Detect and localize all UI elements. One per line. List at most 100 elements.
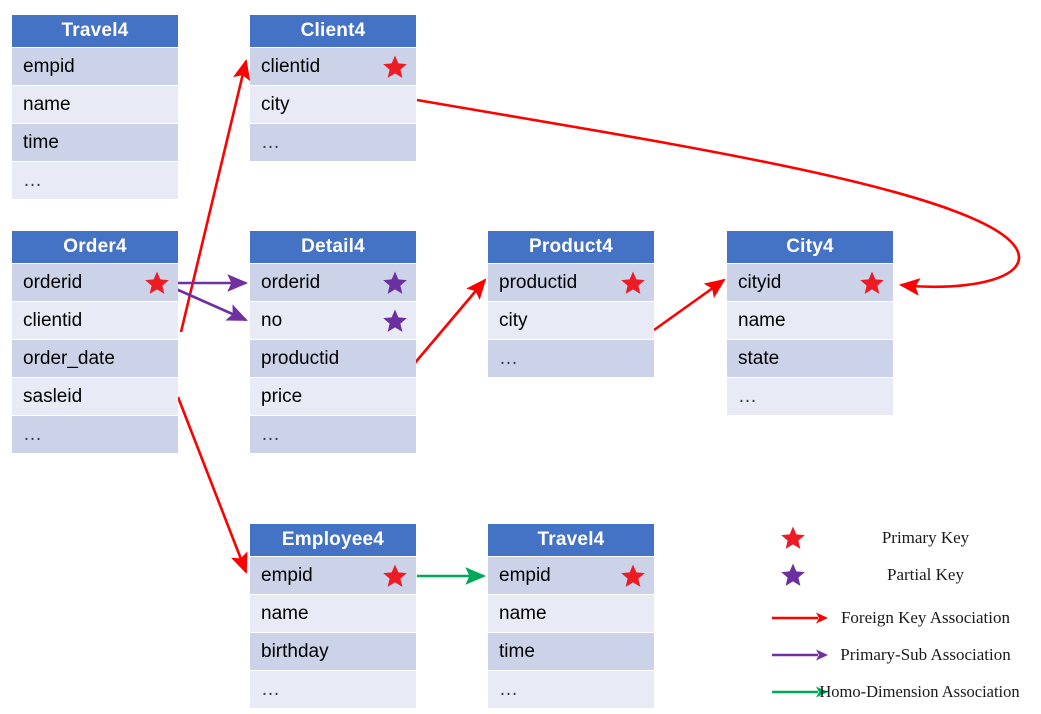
table-row: city [250, 86, 416, 123]
column-name-detail4-0: orderid [261, 272, 321, 293]
table-title-product4: Product4 [488, 231, 654, 263]
legend-purple-arrow-icon [770, 639, 830, 671]
table-row: time [488, 633, 654, 670]
column-name-employee4-1: name [261, 603, 309, 624]
table-row: state [727, 340, 893, 377]
arrow-detail4-productid-to-product4-productid [413, 278, 487, 365]
primary-key-star-icon [620, 563, 646, 589]
table-row: … [12, 162, 178, 199]
column-name-client4-1: city [261, 94, 290, 115]
column-name-order4-3: sasleid [23, 386, 83, 407]
table-title-city4: City4 [727, 231, 893, 263]
entity-table-travel4-bottom: Travel4 empid name time … [488, 524, 654, 708]
table-title-employee4: Employee4 [250, 524, 416, 556]
table-row: productid [250, 340, 416, 377]
partial-key-star-icon [382, 270, 408, 296]
table-row: orderid [12, 264, 178, 301]
column-name-detail4-4: … [261, 424, 282, 445]
column-name-travel4-bottom-1: name [499, 603, 547, 624]
column-name-employee4-0: empid [261, 565, 313, 586]
table-row: … [250, 416, 416, 453]
table-row: empid [12, 48, 178, 85]
column-name-detail4-1: no [261, 310, 283, 331]
entity-table-travel4-top: Travel4 empid name time … [12, 15, 178, 199]
table-title-client4: Client4 [250, 15, 416, 47]
table-row: sasleid [12, 378, 178, 415]
table-row: clientid [12, 302, 178, 339]
column-name-travel4-top-2: time [23, 132, 59, 153]
legend-item-purple-star: Partial Key [744, 559, 1041, 591]
table-row: … [488, 340, 654, 377]
legend-item-red-arrow: Foreign Key Association [744, 602, 1041, 634]
legend-purple-star-icon [780, 559, 840, 594]
arrow-order4-clientid-to-client4-clientid [179, 58, 251, 333]
table-row: … [250, 671, 416, 708]
primary-key-star-icon [382, 563, 408, 589]
table-row: … [727, 378, 893, 415]
arrow-order4-sasleid-to-employee4-empid [176, 396, 248, 574]
column-name-travel4-top-1: name [23, 94, 71, 115]
column-name-order4-1: clientid [23, 310, 83, 331]
column-name-travel4-top-0: empid [23, 56, 75, 77]
table-title-order4: Order4 [12, 231, 178, 263]
table-row: productid [488, 264, 654, 301]
entity-table-product4: Product4 productid city … [488, 231, 654, 377]
primary-key-star-icon [144, 270, 170, 296]
arrow-product4-city-to-city4-cityid [653, 278, 726, 332]
column-name-city4-3: … [738, 386, 759, 407]
column-name-client4-2: … [261, 132, 282, 153]
table-row: … [488, 671, 654, 708]
primary-key-star-icon [859, 270, 885, 296]
column-name-city4-2: state [738, 348, 780, 369]
table-row: name [250, 595, 416, 632]
table-row: birthday [250, 633, 416, 670]
legend-item-purple-arrow: Primary-Sub Association [744, 639, 1041, 671]
table-row: price [250, 378, 416, 415]
column-name-employee4-3: … [261, 679, 282, 700]
legend-label-purple-star: Partial Key [887, 565, 964, 584]
column-name-product4-1: city [499, 310, 528, 331]
table-row: no [250, 302, 416, 339]
column-name-travel4-bottom-2: time [499, 641, 535, 662]
column-name-order4-4: … [23, 424, 44, 445]
table-title-detail4: Detail4 [250, 231, 416, 263]
legend-label-red-arrow: Foreign Key Association [840, 608, 1011, 627]
table-title-travel4-bottom: Travel4 [488, 524, 654, 556]
table-row: … [12, 416, 178, 453]
column-name-order4-0: orderid [23, 272, 83, 293]
arrow-order4-orderid-to-detail4-no [175, 287, 248, 322]
column-name-employee4-2: birthday [261, 641, 329, 662]
legend-label-purple-arrow: Primary-Sub Association [840, 645, 1011, 664]
table-row: orderid [250, 264, 416, 301]
column-name-travel4-bottom-3: … [499, 679, 520, 700]
table-row: order_date [12, 340, 178, 377]
table-row: clientid [250, 48, 416, 85]
table-row: cityid [727, 264, 893, 301]
table-row: … [250, 124, 416, 161]
table-row: name [488, 595, 654, 632]
primary-key-star-icon [620, 270, 646, 296]
legend-label-red-star: Primary Key [881, 528, 970, 547]
table-row: empid [488, 557, 654, 594]
table-row: city [488, 302, 654, 339]
table-row: empid [250, 557, 416, 594]
legend-green-arrow-icon [770, 676, 830, 708]
legend-red-arrow-icon [770, 602, 830, 634]
column-name-order4-2: order_date [23, 348, 115, 369]
column-name-travel4-bottom-0: empid [499, 565, 551, 586]
table-title-travel4-top: Travel4 [12, 15, 178, 47]
column-name-travel4-top-3: … [23, 170, 44, 191]
partial-key-star-icon [382, 308, 408, 334]
column-name-product4-0: productid [499, 272, 578, 293]
column-name-product4-2: … [499, 348, 520, 369]
primary-key-star-icon [382, 54, 408, 80]
column-name-city4-0: cityid [738, 272, 782, 293]
legend-red-star-icon [780, 522, 840, 557]
table-row: name [12, 86, 178, 123]
